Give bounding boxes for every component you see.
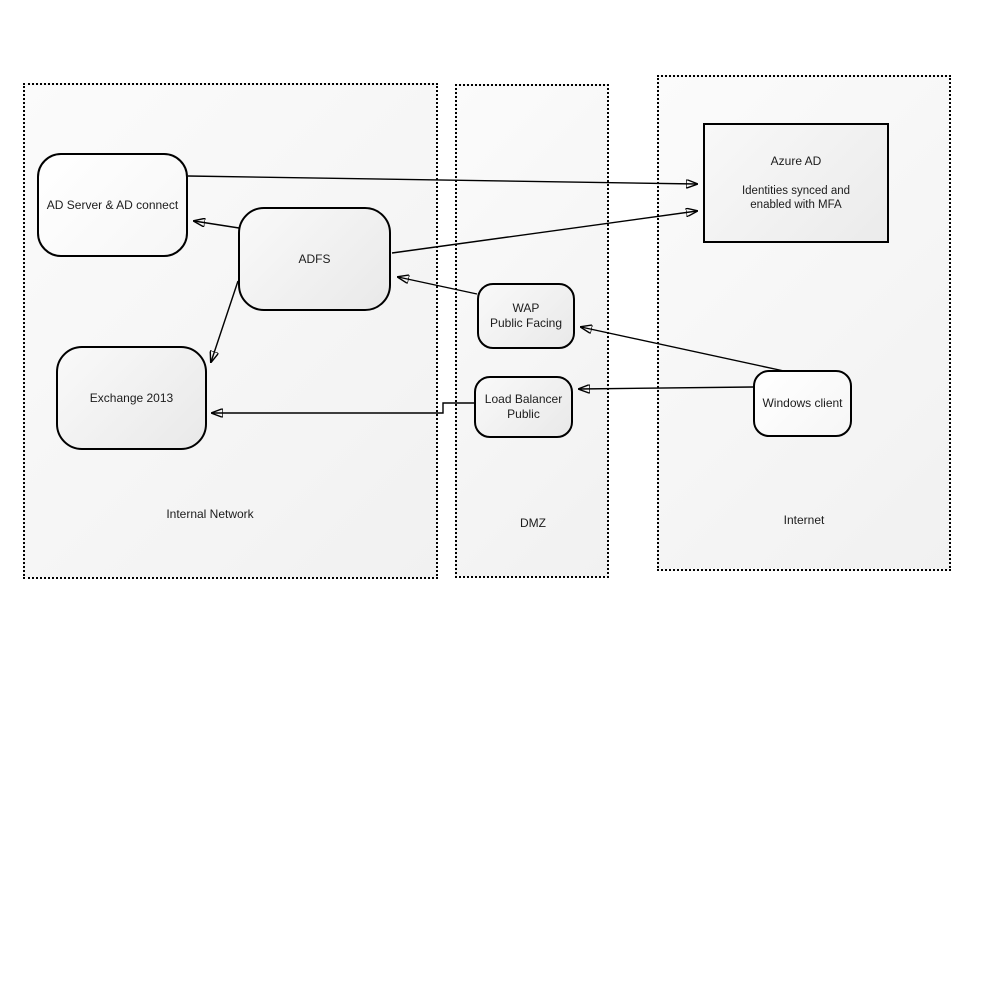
node-load-balancer-label-line1: Load Balancer	[484, 392, 563, 406]
node-azure-ad-subtitle-line2: enabled with MFA	[750, 198, 842, 211]
node-azure-ad: Azure AD Identities synced and enabled w…	[703, 123, 889, 243]
zone-label-internet: Internet	[783, 513, 825, 527]
node-windows-client-label: Windows client	[762, 396, 843, 410]
node-adfs-label: ADFS	[298, 251, 331, 266]
node-ad-server-label: AD Server & AD connect	[46, 197, 179, 212]
node-adfs: ADFS	[238, 207, 391, 311]
zone-label-dmz: DMZ	[520, 516, 546, 530]
node-exchange-2013-label: Exchange 2013	[89, 390, 174, 405]
node-wap-public-facing: WAP Public Facing	[477, 283, 575, 349]
zone-label-internal-network: Internal Network	[166, 507, 254, 521]
node-wap-label-line2: Public Facing	[489, 316, 563, 330]
node-azure-ad-subtitle-line1: Identities synced and	[741, 184, 851, 197]
node-azure-ad-title: Azure AD	[770, 153, 822, 168]
node-load-balancer-public: Load Balancer Public	[474, 376, 573, 438]
node-wap-label-line1: WAP	[512, 301, 540, 315]
node-exchange-2013: Exchange 2013	[56, 346, 207, 450]
node-windows-client: Windows client	[753, 370, 852, 437]
node-load-balancer-label-line2: Public	[507, 407, 540, 421]
node-ad-server: AD Server & AD connect	[37, 153, 188, 257]
